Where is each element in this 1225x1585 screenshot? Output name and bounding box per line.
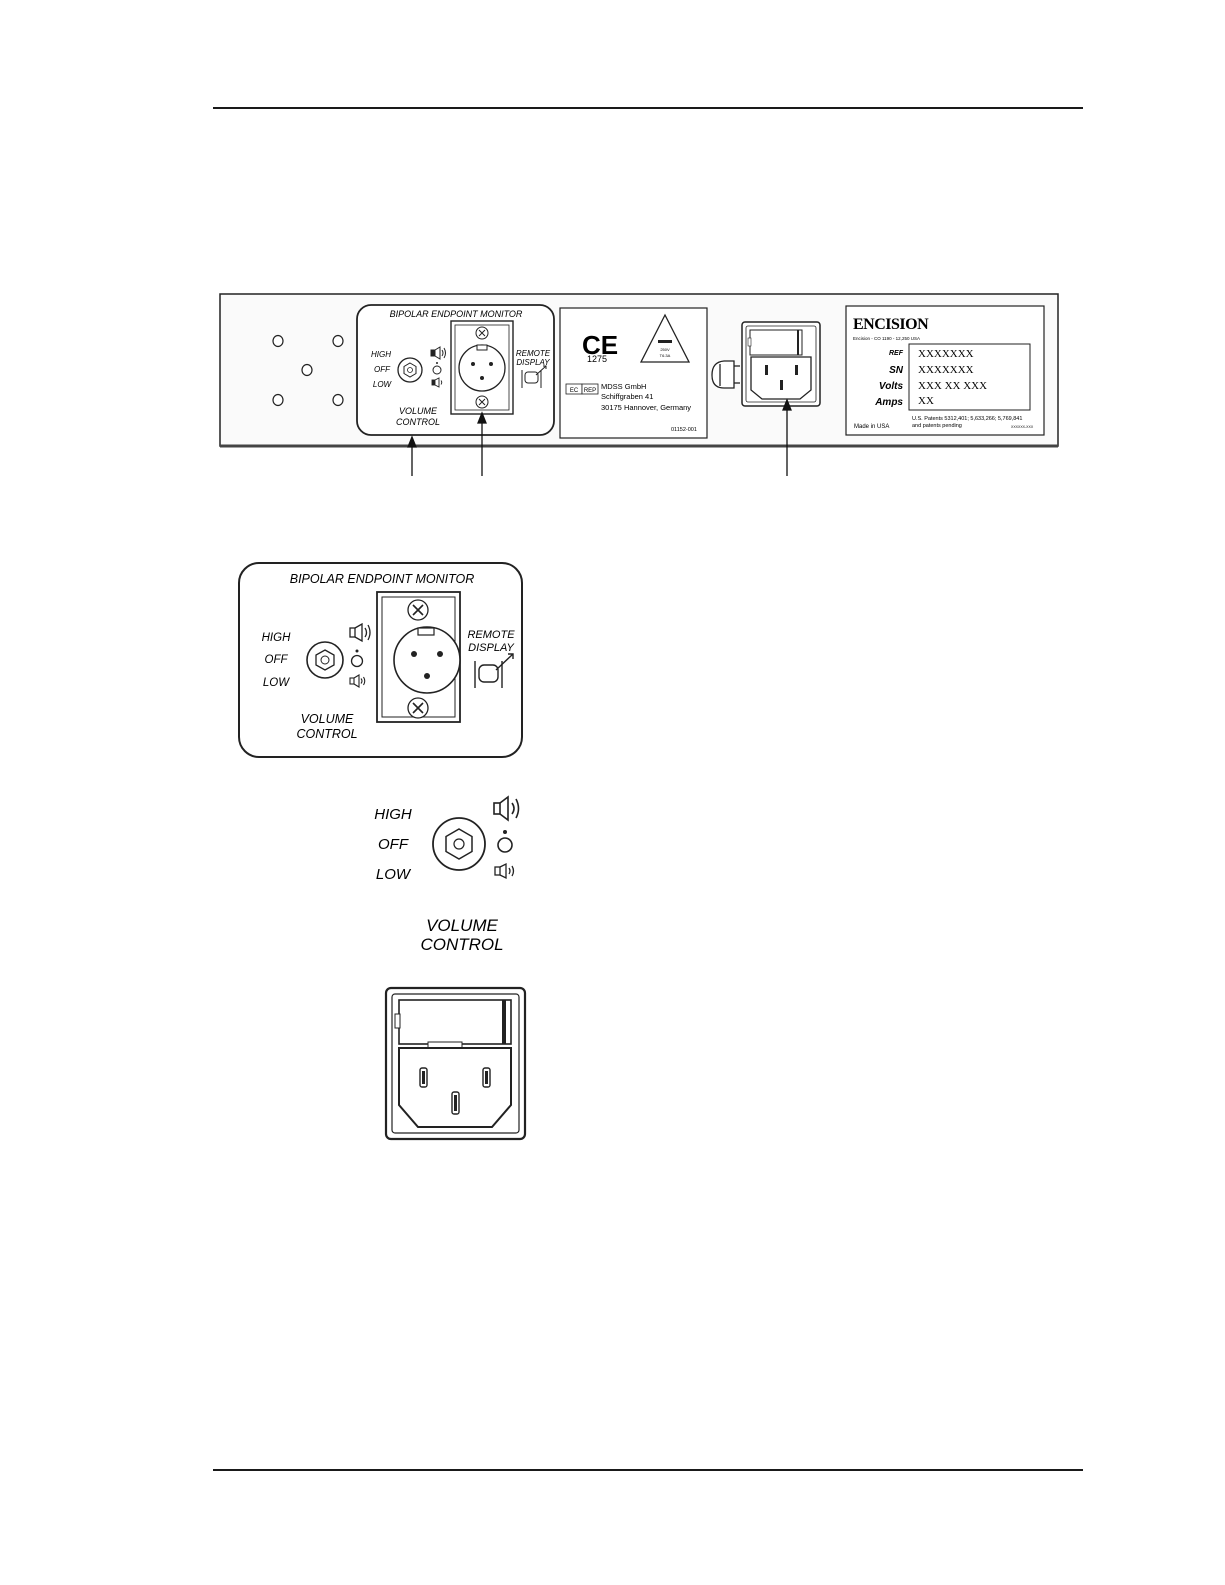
zoom-level-off: OFF (378, 836, 409, 853)
triangle-text-2: T6.3A (660, 353, 671, 358)
ce-mark: CE (582, 330, 618, 360)
sn-label: SN (889, 365, 904, 376)
volume-knob[interactable] (397, 357, 423, 383)
volts-label: Volts (879, 381, 904, 392)
zoom-volume-label-line2: CONTROL (420, 935, 503, 954)
detail-remote-display-icon (474, 653, 514, 688)
level-low-label: LOW (373, 380, 393, 389)
volume-label-line1: VOLUME (399, 406, 438, 416)
iec-socket[interactable] (398, 1047, 512, 1128)
ref-label: REF (889, 350, 904, 357)
brand-logo: ENCISION (853, 316, 929, 333)
remote-label-line2: DISPLAY (516, 358, 550, 367)
detail-remote-connector[interactable] (376, 591, 461, 723)
detail-module-title: BIPOLAR ENDPOINT MONITOR (290, 572, 475, 586)
level-high-label: HIGH (371, 350, 391, 359)
detail-volume-label-line2: CONTROL (296, 727, 357, 741)
detail-off-indicator-icon (350, 649, 364, 668)
footer-rule (213, 1469, 1083, 1471)
rep-text: REP (584, 388, 596, 394)
patents-line2: and patents pending (912, 423, 962, 429)
label-code: XXXXXX-XXX (1011, 425, 1034, 429)
header-rule (213, 107, 1083, 109)
level-off-label: OFF (374, 365, 391, 374)
amps-value: XX (918, 395, 934, 407)
part-number: 01152-001 (671, 427, 697, 433)
remote-connector[interactable] (450, 320, 514, 415)
speaker-low-icon (431, 377, 443, 388)
cord-holder (711, 360, 740, 389)
patents-line1: U.S. Patents 5312,401; 5,633,266; 5,769,… (912, 416, 1022, 422)
triangle-text-1: 250V (660, 347, 670, 352)
volume-detail-figure: HIGH OFF LOW VOLUME CONTROL (374, 795, 520, 954)
detail-level-high: HIGH (262, 632, 291, 644)
ref-value: XXXXXXX (918, 348, 974, 360)
callout-arrows (407, 398, 792, 476)
detail-volume-label-line1: VOLUME (301, 712, 354, 726)
brand-subline: Encision - CO 1190 - 12,250 USA (853, 336, 920, 341)
rep-address-line3: 30175 Hannover, Germany (601, 403, 691, 412)
module-title: BIPOLAR ENDPOINT MONITOR (390, 309, 523, 319)
rep-address-line2: Schiffgraben 41 (601, 392, 653, 401)
fuse-drawer[interactable] (394, 999, 512, 1052)
volume-label-line2: CONTROL (396, 417, 440, 427)
sn-value: XXXXXXX (918, 364, 974, 376)
zoom-off-indicator-icon (497, 830, 513, 853)
zoom-level-high: HIGH (374, 806, 412, 823)
amps-label: Amps (874, 397, 903, 408)
detail-volume-knob[interactable] (306, 641, 344, 679)
mounting-holes (272, 334, 344, 407)
warning-triangle-icon: 250V T6.3A (639, 313, 691, 363)
off-indicator-icon (432, 362, 442, 375)
power-inlet-small[interactable] (741, 321, 821, 407)
ec-rep-symbol: EC REP (565, 383, 599, 395)
detail-remote-label-line1: REMOTE (467, 629, 515, 641)
zoom-level-low: LOW (376, 866, 412, 883)
volts-value: XXX XX XXX (918, 380, 987, 392)
made-in-text: Made in USA (854, 424, 889, 430)
speaker-high-icon (430, 346, 446, 360)
remote-label-line1: REMOTE (516, 349, 551, 358)
rear-panel-figure: BIPOLAR ENDPOINT MONITOR HIGH OFF LOW VO… (219, 293, 1059, 476)
ce-label (559, 307, 708, 439)
zoom-volume-label-line1: VOLUME (426, 916, 498, 935)
rating-box (908, 343, 1031, 411)
detail-remote-label-line2: DISPLAY (468, 642, 514, 654)
ec-text: EC (570, 388, 579, 394)
zoom-speaker-high-icon (493, 795, 520, 822)
remote-display-icon (521, 365, 547, 388)
zoom-volume-knob[interactable] (432, 817, 486, 871)
zoom-speaker-low-icon (494, 862, 515, 880)
rep-address-line1: MDSS GmbH (601, 382, 646, 391)
detail-level-off: OFF (265, 654, 289, 666)
detail-level-low: LOW (263, 677, 290, 689)
inlet-inner-frame (391, 993, 520, 1134)
ce-number: 1275 (587, 354, 607, 364)
module-detail-figure: BIPOLAR ENDPOINT MONITOR HIGH OFF LOW VO… (238, 562, 523, 758)
detail-speaker-high-icon (349, 622, 371, 643)
power-inlet-figure[interactable] (383, 985, 529, 1143)
detail-speaker-low-icon (349, 674, 366, 688)
